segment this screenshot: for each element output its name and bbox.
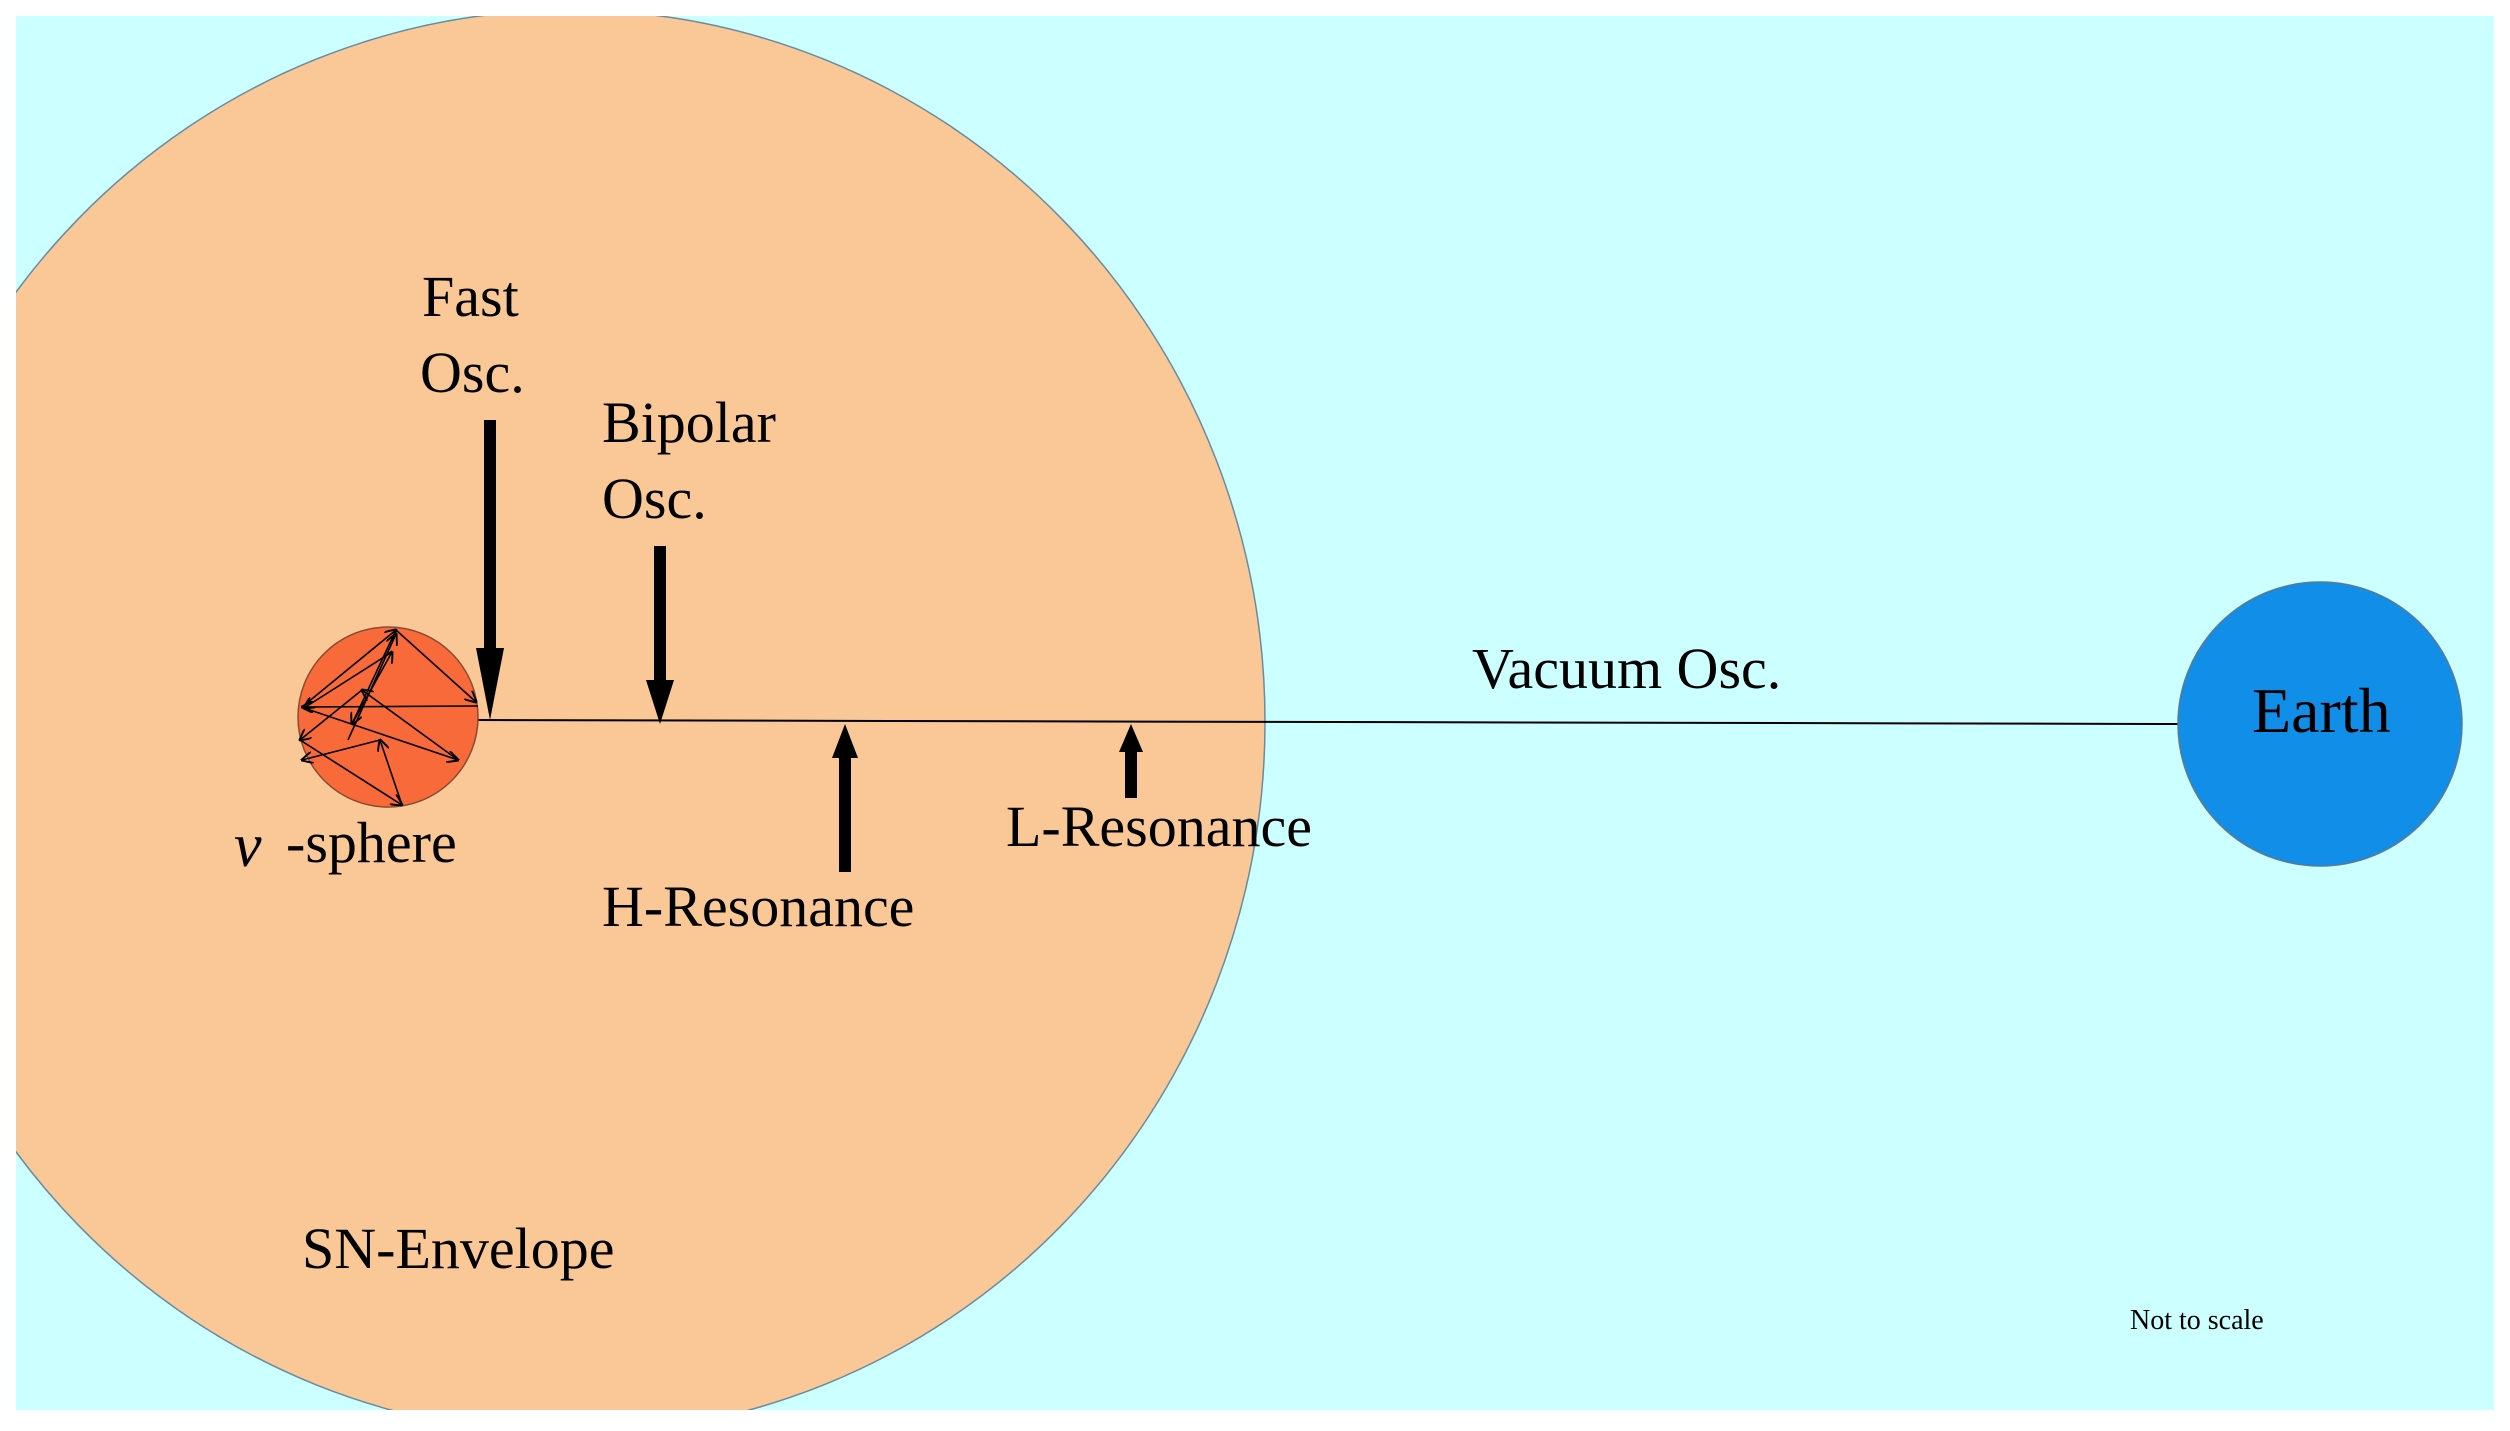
scatter-arrow <box>395 629 476 702</box>
earth-label: Earth <box>2252 675 2391 746</box>
propagation-line <box>477 719 2179 725</box>
sn-envelope-label: SN-Envelope <box>302 1216 615 1281</box>
scatter-arrow <box>302 739 381 760</box>
fast-osc-label-line2: Osc. <box>420 340 525 405</box>
not-to-scale-note: Not to scale <box>2130 1305 2264 1336</box>
l-resonance-arrow-icon <box>1119 724 1143 798</box>
h-resonance-arrow-icon <box>832 724 858 872</box>
fast-osc-arrow-icon <box>476 420 504 720</box>
neutrinosphere-shape <box>297 626 479 808</box>
scatter-arrow <box>300 689 363 740</box>
l-resonance-label: L-Resonance <box>1006 794 1312 859</box>
fast-osc-label-line1: Fast <box>422 264 519 329</box>
scatter-arrow <box>380 740 403 806</box>
vacuum-osc-label: Vacuum Osc. <box>1472 636 1781 701</box>
earth-shape <box>2177 581 2463 867</box>
bipolar-osc-label-line1: Bipolar <box>602 390 776 455</box>
scattering-arrows <box>300 630 478 805</box>
nu-symbol: ν <box>234 812 262 880</box>
nu-sphere-label: -sphere <box>286 810 457 875</box>
bipolar-osc-arrow-icon <box>646 546 674 724</box>
scatter-arrow <box>304 651 393 708</box>
scatter-arrow <box>299 739 402 805</box>
scatter-arrow <box>302 706 479 707</box>
scatter-arrow <box>362 690 459 761</box>
scatter-arrow <box>301 630 396 708</box>
h-resonance-label: H-Resonance <box>602 874 914 939</box>
bipolar-osc-label-line2: Osc. <box>602 466 707 531</box>
scatter-arrow <box>347 634 396 741</box>
